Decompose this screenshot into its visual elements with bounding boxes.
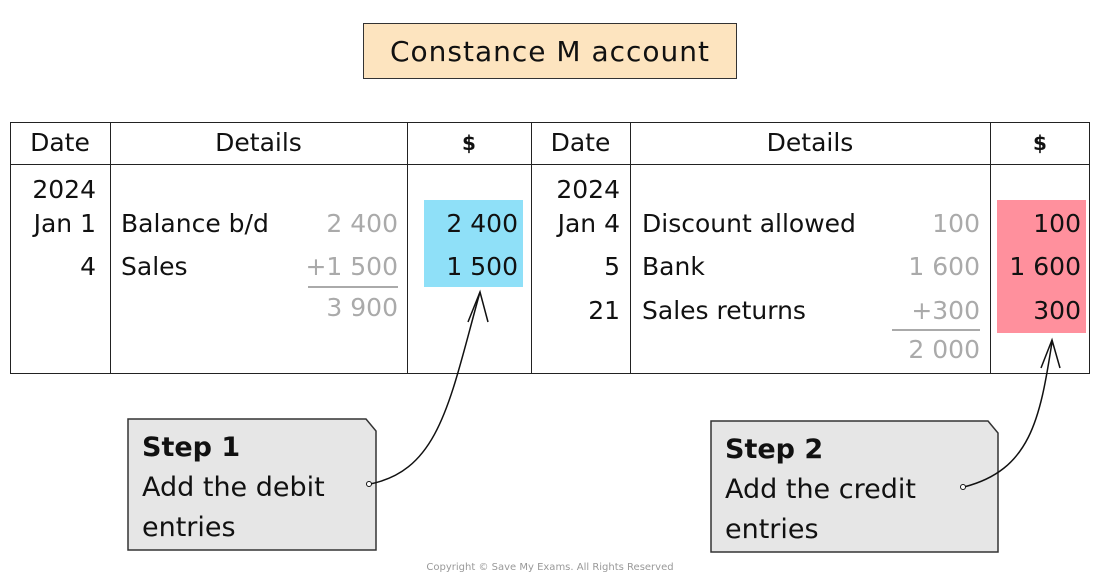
arrow-origin-step2 bbox=[960, 484, 966, 490]
credit-highlight bbox=[997, 200, 1086, 333]
debit-highlight bbox=[424, 200, 523, 287]
divider bbox=[407, 122, 408, 374]
debit-working: +1 500 bbox=[305, 252, 398, 281]
credit-amount: 1 600 bbox=[1009, 252, 1081, 281]
header-amount-credit: $ bbox=[1033, 131, 1047, 155]
debit-working: 2 400 bbox=[326, 209, 398, 238]
header-details-credit: Details bbox=[766, 128, 854, 157]
working-rule bbox=[892, 329, 980, 331]
debit-details: Balance b/d bbox=[121, 209, 269, 238]
step2-text: Add the credit entries bbox=[725, 474, 916, 545]
credit-working: 100 bbox=[932, 209, 980, 238]
step2-heading: Step 2 bbox=[725, 434, 824, 465]
credit-year: 2024 bbox=[556, 175, 620, 204]
debit-amount: 1 500 bbox=[446, 252, 518, 281]
credit-date: 5 bbox=[604, 252, 620, 281]
credit-working: 1 600 bbox=[908, 252, 980, 281]
step1-heading: Step 1 bbox=[142, 432, 241, 463]
arrowhead-step2 bbox=[1040, 337, 1061, 369]
divider bbox=[990, 122, 991, 374]
credit-date: Jan 4 bbox=[557, 209, 620, 238]
step2-callout: Step 2 Add the credit entries bbox=[711, 422, 961, 558]
credit-details: Sales returns bbox=[642, 296, 806, 325]
debit-date: Jan 1 bbox=[33, 209, 96, 238]
copyright: Copyright © Save My Exams. All Rights Re… bbox=[426, 562, 674, 573]
account-title: Constance M account bbox=[363, 23, 737, 79]
credit-amount: 100 bbox=[1033, 209, 1081, 238]
divider bbox=[531, 122, 532, 374]
working-rule bbox=[308, 286, 398, 288]
debit-amount: 2 400 bbox=[446, 209, 518, 238]
credit-details: Discount allowed bbox=[642, 209, 856, 238]
header-details-debit: Details bbox=[215, 128, 302, 157]
t-account-table bbox=[10, 122, 1090, 374]
arrow-step1 bbox=[369, 291, 481, 485]
header-date-debit: Date bbox=[30, 128, 90, 157]
divider bbox=[110, 122, 111, 374]
arrowhead-step1 bbox=[467, 289, 489, 323]
credit-amount: 300 bbox=[1033, 296, 1081, 325]
credit-details: Bank bbox=[642, 252, 705, 281]
credit-working-total: 2 000 bbox=[908, 335, 980, 364]
arrow-origin-step1 bbox=[366, 481, 372, 487]
step1-text: Add the debit entries bbox=[142, 472, 325, 543]
header-date-credit: Date bbox=[550, 128, 611, 157]
arrow-step2 bbox=[963, 341, 1053, 488]
debit-date: 4 bbox=[80, 252, 96, 281]
step2-box-shape bbox=[710, 420, 999, 553]
divider bbox=[630, 122, 631, 374]
header-divider bbox=[10, 164, 1090, 165]
debit-details: Sales bbox=[121, 252, 188, 281]
step1-box-shape bbox=[127, 418, 377, 551]
header-amount-debit: $ bbox=[462, 131, 476, 155]
credit-working: +300 bbox=[911, 296, 980, 325]
step1-callout: Step 1 Add the debit entries bbox=[128, 420, 368, 556]
debit-year: 2024 bbox=[32, 175, 96, 204]
debit-working-total: 3 900 bbox=[326, 293, 398, 322]
credit-date: 21 bbox=[588, 296, 620, 325]
